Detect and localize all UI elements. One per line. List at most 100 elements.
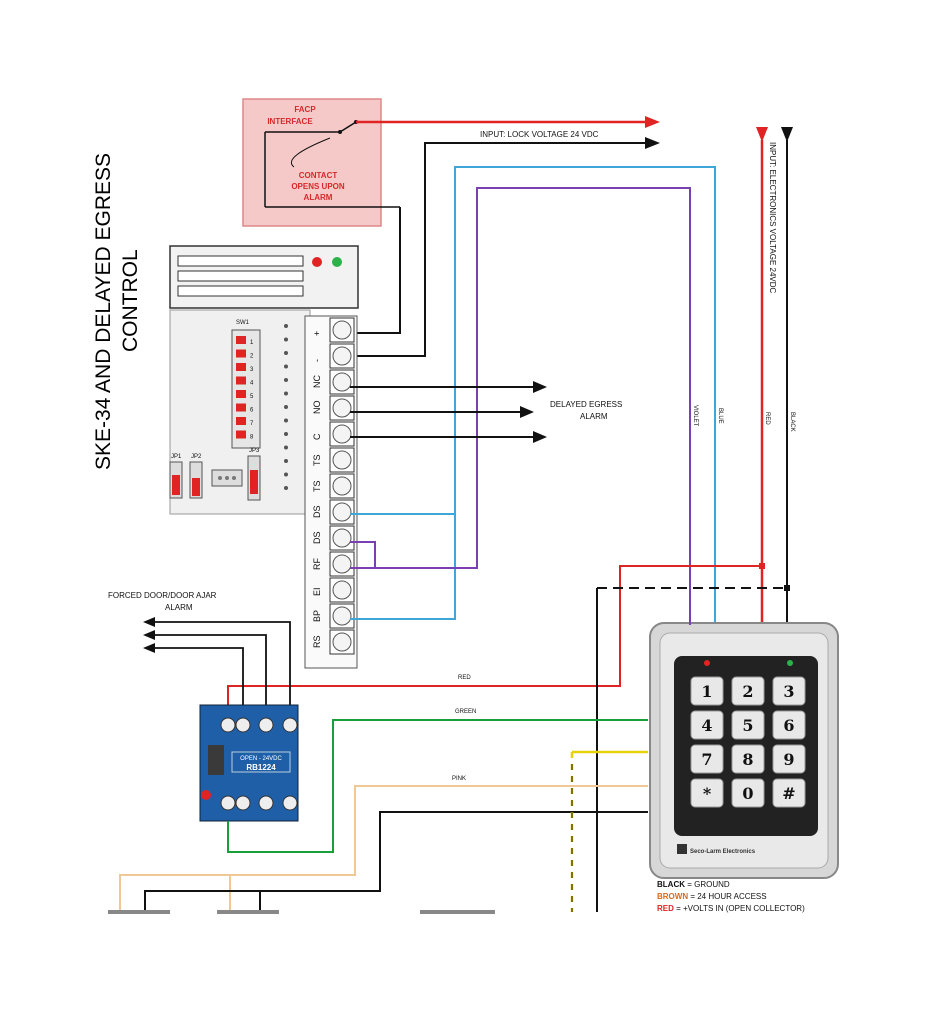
screw-icon — [332, 502, 352, 522]
screw-icon — [332, 580, 352, 600]
board-dot — [284, 472, 288, 477]
screw-icon — [332, 398, 352, 418]
board-dot — [284, 324, 288, 328]
dip-number-7: 7 — [250, 421, 254, 427]
dip-switch-5 — [236, 390, 246, 398]
board-dot — [284, 391, 288, 396]
board-dot — [284, 405, 288, 409]
screw-icon — [332, 320, 352, 340]
violet-wire-label: VIOLET — [692, 405, 698, 427]
dip-number-8: 8 — [250, 435, 254, 441]
diagram-title: SKE-34 AND DELAYED EGRESS — [92, 153, 115, 470]
keypad-brand: Seco-Larm Electronics — [690, 849, 756, 855]
dip-switch-6 — [236, 403, 246, 412]
keypad-key[interactable] — [731, 710, 765, 740]
screw-icon — [332, 346, 352, 366]
relay-screw-icon — [235, 795, 251, 811]
terminal-label: TS — [312, 480, 322, 492]
facp-contact-line3: ALARM — [304, 193, 333, 202]
board-dot — [284, 351, 288, 355]
keypad-key[interactable] — [731, 778, 765, 808]
terminal-label: DS — [312, 531, 322, 544]
input-lock-voltage-label: INPUT: LOCK VOLTAGE 24 VDC — [480, 130, 599, 139]
red-vertical-wire-label: RED — [764, 412, 770, 425]
board-dot — [284, 364, 288, 369]
blue-wire-label: BLUE — [717, 408, 723, 424]
terminal-label: - — [312, 359, 322, 362]
jumper-label-3: JP3 — [249, 448, 260, 454]
keypad-key[interactable] — [772, 778, 806, 808]
wire-color-legend: BLACK = GROUND BROWN = 24 HOUR ACCESS RE… — [657, 880, 805, 913]
keypad-key[interactable] — [772, 676, 806, 706]
keypad-key[interactable] — [690, 710, 724, 740]
board-dot — [284, 337, 288, 342]
terminal-label: NO — [312, 401, 322, 415]
keypad-key-label: 1 — [701, 682, 712, 701]
relay-screw-icon — [235, 717, 251, 733]
delayed-egress-arrows — [350, 381, 547, 443]
relay-screw-icon — [282, 795, 298, 811]
red-led-icon — [312, 257, 322, 267]
relay-screw-icon — [258, 795, 274, 811]
relay-model-label: RB1224 — [246, 763, 276, 772]
terminal-label: DS — [312, 505, 322, 518]
keypad-key-label: 3 — [783, 682, 794, 701]
keypad-key-label: 5 — [742, 716, 753, 735]
red-wire-label: RED — [458, 675, 471, 681]
jumper-label-1: JP1 — [171, 454, 182, 460]
keypad-key-label: 7 — [701, 750, 712, 769]
relay-screw-icon — [258, 717, 274, 733]
green-wire-label: GREEN — [455, 709, 476, 715]
screw-icon — [332, 528, 352, 548]
screw-icon — [332, 450, 352, 470]
terminal-label: EI — [312, 587, 322, 596]
facp-interface-box: FACP INTERFACE CONTACT OPENS UPON ALARM — [242, 98, 400, 227]
keypad-key[interactable] — [690, 778, 724, 808]
input-electronics-voltage-label: INPUT: ELECTRONICS VOLTAGE 24VDC — [768, 142, 777, 294]
dip-switch-8 — [236, 430, 246, 439]
keypad-key[interactable] — [772, 744, 806, 774]
dip-number-5: 5 — [250, 394, 254, 400]
facp-contact-line1: CONTACT — [299, 171, 338, 180]
screw-icon — [332, 632, 352, 652]
board-dot — [284, 432, 288, 436]
facp-label-line1: FACP — [294, 105, 316, 114]
keypad-key[interactable] — [690, 744, 724, 774]
screw-icon — [332, 424, 352, 444]
delayed-egress-label-line2: ALARM — [580, 412, 608, 421]
forced-door-label-line1: FORCED DOOR/DOOR AJAR — [108, 591, 217, 600]
relay-screw-icon — [220, 795, 236, 811]
terminal-label: RS — [312, 635, 322, 648]
dip-number-6: 6 — [250, 408, 254, 414]
keypad-key-label: 6 — [783, 716, 794, 735]
pink-wire-label: PINK — [452, 776, 466, 782]
jumper-label-2: JP2 — [191, 454, 202, 460]
board-dot — [284, 378, 288, 382]
delayed-egress-label-line1: DELAYED EGRESS — [550, 400, 622, 409]
keypad-key-label: 4 — [701, 716, 712, 735]
board-dot — [284, 445, 288, 450]
legend-red: RED = +VOLTS IN (OPEN COLLECTOR) — [657, 904, 805, 913]
screw-icon — [332, 554, 352, 574]
board-dot — [284, 459, 288, 463]
relay-screw-icon — [220, 717, 236, 733]
keypad-key-label: 0 — [742, 784, 753, 803]
keypad-key[interactable] — [731, 676, 765, 706]
keypad-key[interactable] — [731, 744, 765, 774]
terminal-label: BP — [312, 610, 322, 622]
keypad-key[interactable] — [772, 710, 806, 740]
terminal-label: NC — [312, 375, 322, 388]
screw-icon — [332, 606, 352, 626]
screw-icon — [332, 372, 352, 392]
dip-number-3: 3 — [250, 367, 254, 373]
terminal-label: TS — [312, 454, 322, 466]
relay-board-rb1224: OPEN - 24VDC RB1224 — [199, 704, 299, 822]
green-led-icon — [332, 257, 342, 267]
board-dot — [284, 418, 288, 423]
keypad-key[interactable] — [690, 676, 724, 706]
dip-switch-bank — [231, 329, 261, 449]
